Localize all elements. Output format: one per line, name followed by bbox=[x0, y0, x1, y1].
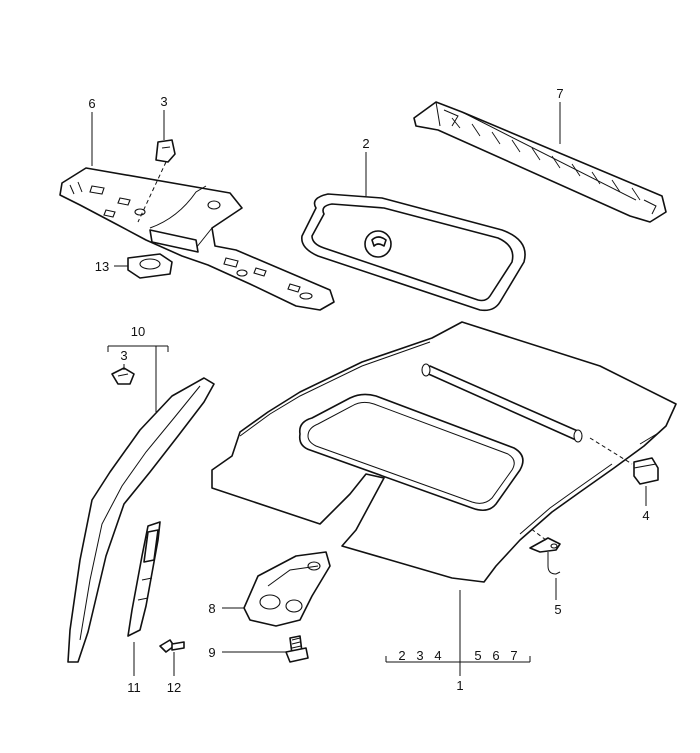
bracket-1-member-7: 7 bbox=[510, 648, 517, 663]
part-9-bolt bbox=[285, 635, 309, 663]
part-3-clip-left bbox=[111, 367, 135, 385]
callout-3-left: 3 bbox=[120, 348, 127, 363]
callout-8: 8 bbox=[208, 601, 215, 616]
callout-4: 4 bbox=[642, 508, 649, 523]
callout-1: 1 bbox=[456, 678, 463, 693]
callout-2: 2 bbox=[362, 136, 369, 151]
part-5-hanger bbox=[529, 537, 561, 575]
bracket-1-member-4: 4 bbox=[434, 648, 441, 663]
part-8-bracket bbox=[243, 551, 331, 627]
part-11-pillar-cover bbox=[127, 521, 161, 637]
callout-5: 5 bbox=[554, 602, 561, 617]
part-3-clip-top bbox=[155, 139, 176, 163]
callout-6: 6 bbox=[88, 96, 95, 111]
part-7-rear-trim-strip bbox=[413, 101, 667, 223]
callout-7: 7 bbox=[556, 86, 563, 101]
bracket-1-member-3: 3 bbox=[416, 648, 423, 663]
part-4-clip bbox=[633, 457, 659, 485]
callout-3-top: 3 bbox=[160, 94, 167, 109]
part-12-screw bbox=[159, 639, 185, 653]
bracket-1-member-5: 5 bbox=[474, 648, 481, 663]
leader-lines bbox=[91, 102, 647, 676]
part-13-clip bbox=[127, 253, 173, 279]
callout-12: 12 bbox=[167, 680, 181, 695]
callout-11: 11 bbox=[127, 680, 141, 695]
part-1-headliner bbox=[211, 321, 677, 583]
part-2-sunroof-seal bbox=[301, 193, 526, 312]
part-10-a-pillar-trim bbox=[67, 377, 215, 663]
bracket-1-member-2: 2 bbox=[398, 648, 405, 663]
callout-10: 10 bbox=[131, 324, 145, 339]
callout-9: 9 bbox=[208, 645, 215, 660]
bracket-1-member-6: 6 bbox=[492, 648, 499, 663]
callout-13: 13 bbox=[95, 259, 109, 274]
part-6-front-trim-panel bbox=[59, 167, 335, 311]
